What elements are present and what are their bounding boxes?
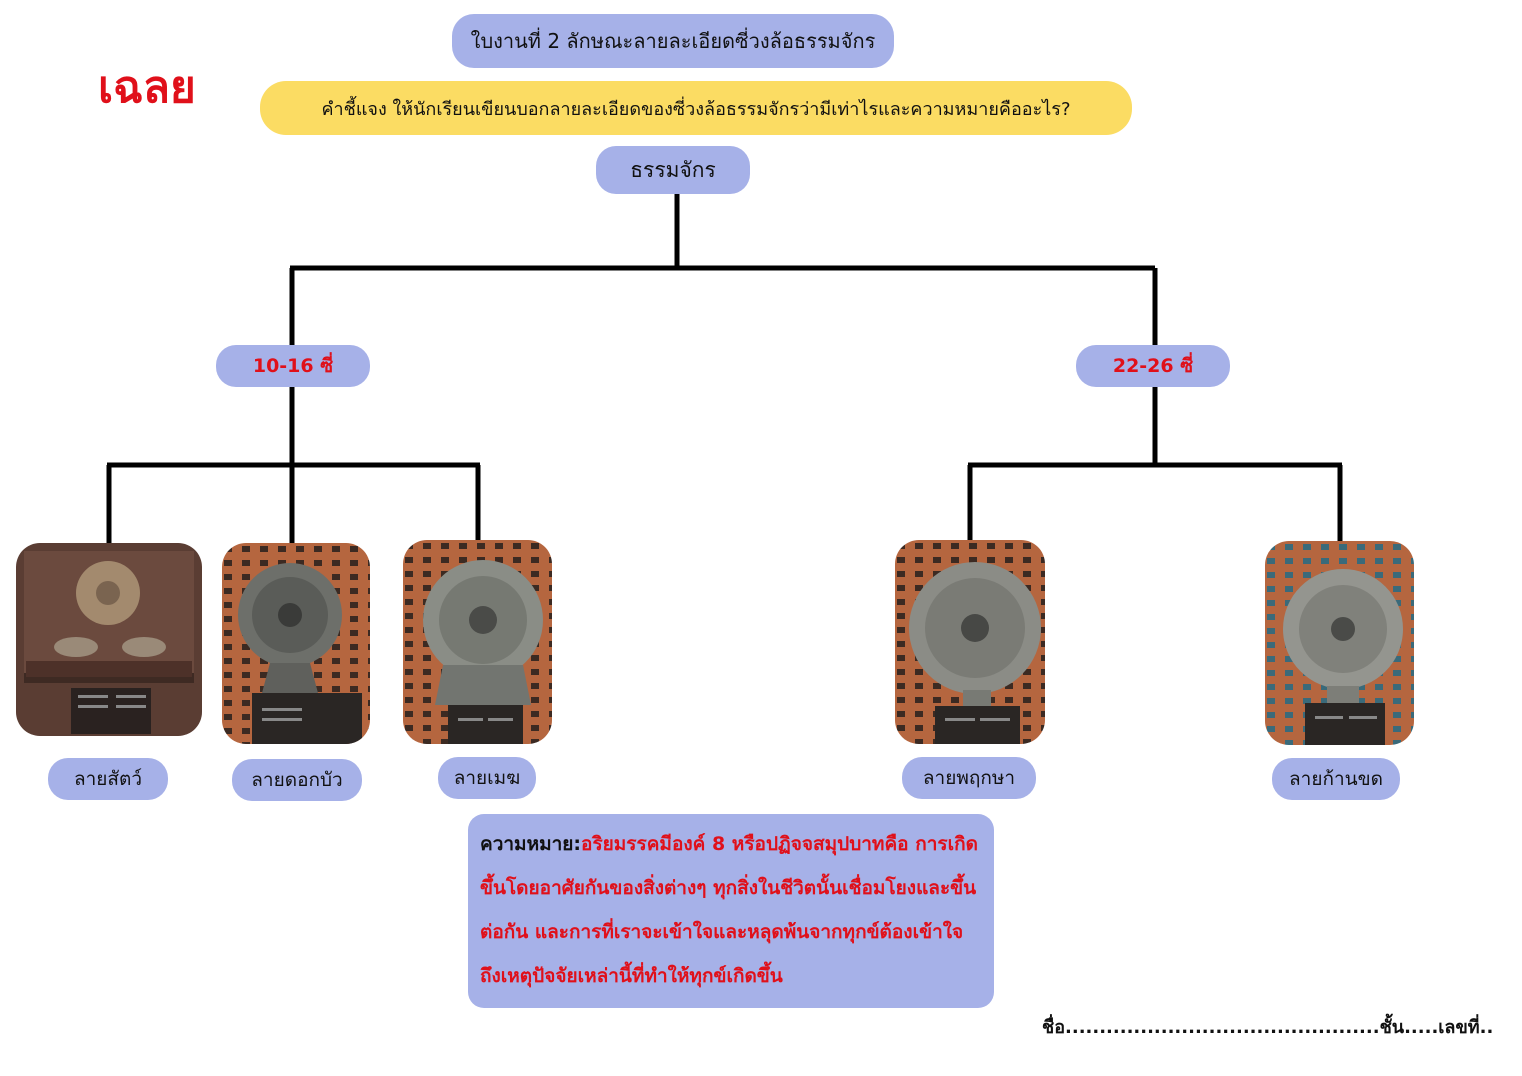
worksheet-title: ใบงานที่ 2 ลักษณะลายละเอียดซี่วงล้อธรรมจ… xyxy=(452,14,894,68)
leaf-animal-motif: ลายสัตว์ xyxy=(48,758,168,800)
leaf-floral-motif: ลายพฤกษา xyxy=(902,757,1036,799)
photo-scroll-motif-wheel xyxy=(1265,541,1414,745)
leaf-lotus-motif: ลายดอกบัว xyxy=(232,759,362,801)
answer-mark: เฉลย xyxy=(98,62,196,113)
student-info-line: ชื่อ....................................… xyxy=(1042,1017,1494,1038)
photo-cloud-motif-wheel xyxy=(403,540,552,744)
meaning-label: ความหมาย: xyxy=(480,833,582,855)
leaf-cloud-motif: ลายเมฆ xyxy=(438,757,536,799)
meaning-text: อริยมรรคมีองค์ 8 หรือปฏิจจสมุปบาทคือ การ… xyxy=(480,833,978,987)
photo-lotus-motif-wheel xyxy=(222,543,370,744)
meaning-box: ความหมาย:อริยมรรคมีองค์ 8 หรือปฏิจจสมุปบ… xyxy=(468,814,994,1008)
category-22-26-spokes: 22-26 ซี่ xyxy=(1076,345,1230,387)
root-node-dharmachakra: ธรรมจักร xyxy=(596,146,750,194)
photo-floral-motif-wheel xyxy=(895,540,1045,744)
photo-animal-motif-wheel xyxy=(16,543,202,736)
category-10-16-spokes: 10-16 ซี่ xyxy=(216,345,370,387)
leaf-scroll-motif: ลายก้านขด xyxy=(1272,758,1400,800)
instruction-banner: คำชี้แจง ให้นักเรียนเขียนบอกลายละเอียดขอ… xyxy=(260,81,1132,135)
